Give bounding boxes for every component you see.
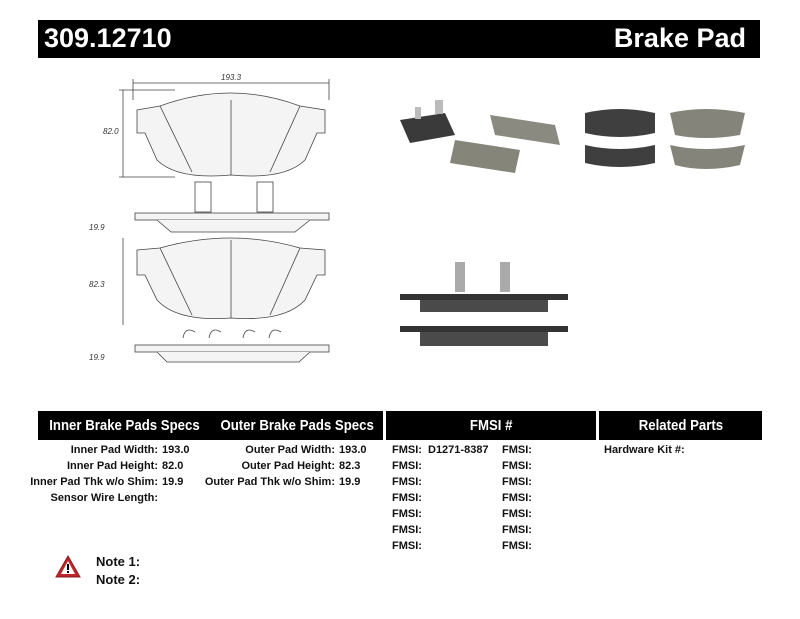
note-2: Note 2: bbox=[96, 572, 141, 587]
spec-value: 82.0 bbox=[162, 460, 184, 472]
product-photo-side bbox=[400, 262, 568, 346]
inner-height-dimension: 82.0 bbox=[103, 127, 119, 136]
fmsi-label: FMSI: bbox=[392, 460, 422, 472]
part-number: 309.12710 bbox=[44, 23, 172, 53]
technical-drawing: 193.3 82.0 19.9 82.3 19.9 bbox=[89, 73, 330, 363]
spec-label: Outer Pad Height: bbox=[241, 460, 335, 472]
spec-value: 193.0 bbox=[162, 444, 190, 456]
fmsi-label: FMSI: bbox=[392, 524, 422, 536]
outer-height-dimension: 82.3 bbox=[89, 280, 105, 289]
spec-label: Outer Pad Width: bbox=[245, 444, 335, 456]
fmsi-value: D1271-8387 bbox=[428, 444, 489, 456]
fmsi-label: FMSI: bbox=[502, 476, 532, 488]
related-parts-header: Related Parts bbox=[599, 411, 762, 440]
fmsi-label: FMSI: bbox=[392, 476, 422, 488]
spec-label: Sensor Wire Length: bbox=[50, 492, 158, 504]
inner-specs-header: Inner Brake Pads Specs bbox=[38, 411, 210, 440]
fmsi-label: FMSI: bbox=[392, 492, 422, 504]
inner-thickness-dimension: 19.9 bbox=[89, 223, 105, 232]
product-photo-top bbox=[585, 109, 745, 169]
fmsi-label: FMSI: bbox=[502, 524, 532, 536]
spec-label: Inner Pad Thk w/o Shim: bbox=[30, 476, 158, 488]
fmsi-label: FMSI: bbox=[502, 460, 532, 472]
fmsi-label: FMSI: bbox=[502, 492, 532, 504]
spec-label: Outer Pad Thk w/o Shim: bbox=[204, 476, 335, 488]
spec-value: 193.0 bbox=[339, 444, 367, 456]
fmsi-title: FMSI # bbox=[469, 417, 513, 434]
fmsi-label: FMSI: bbox=[502, 444, 532, 456]
header-bar: 309.12710 Brake Pad bbox=[38, 20, 760, 58]
fmsi-label: FMSI: bbox=[392, 540, 422, 552]
spec-label: Inner Pad Height: bbox=[66, 460, 158, 472]
related-parts-title: Related Parts bbox=[638, 417, 723, 434]
spec-value: 19.9 bbox=[339, 476, 361, 488]
note-1: Note 1: bbox=[96, 554, 141, 569]
product-photo-angled bbox=[400, 100, 560, 173]
inner-specs-title: Inner Brake Pads Specs bbox=[48, 417, 200, 434]
width-dimension: 193.3 bbox=[221, 73, 242, 82]
outer-specs-header: Outer Brake Pads Specs bbox=[210, 411, 383, 440]
product-type: Brake Pad bbox=[613, 23, 746, 53]
outer-specs-title: Outer Brake Pads Specs bbox=[220, 417, 374, 434]
fmsi-header: FMSI # bbox=[386, 411, 596, 440]
fmsi-label: FMSI: bbox=[502, 540, 532, 552]
hardware-kit-label: Hardware Kit #: bbox=[604, 444, 685, 456]
outer-thickness-dimension: 19.9 bbox=[89, 353, 105, 362]
fmsi-label: FMSI: bbox=[392, 444, 422, 456]
fmsi-label: FMSI: bbox=[392, 508, 422, 520]
spec-label: Inner Pad Width: bbox=[70, 444, 158, 456]
spec-value: 82.3 bbox=[339, 460, 361, 472]
fmsi-label: FMSI: bbox=[502, 508, 532, 520]
spec-value: 19.9 bbox=[162, 476, 184, 488]
warning-icon bbox=[55, 555, 81, 578]
